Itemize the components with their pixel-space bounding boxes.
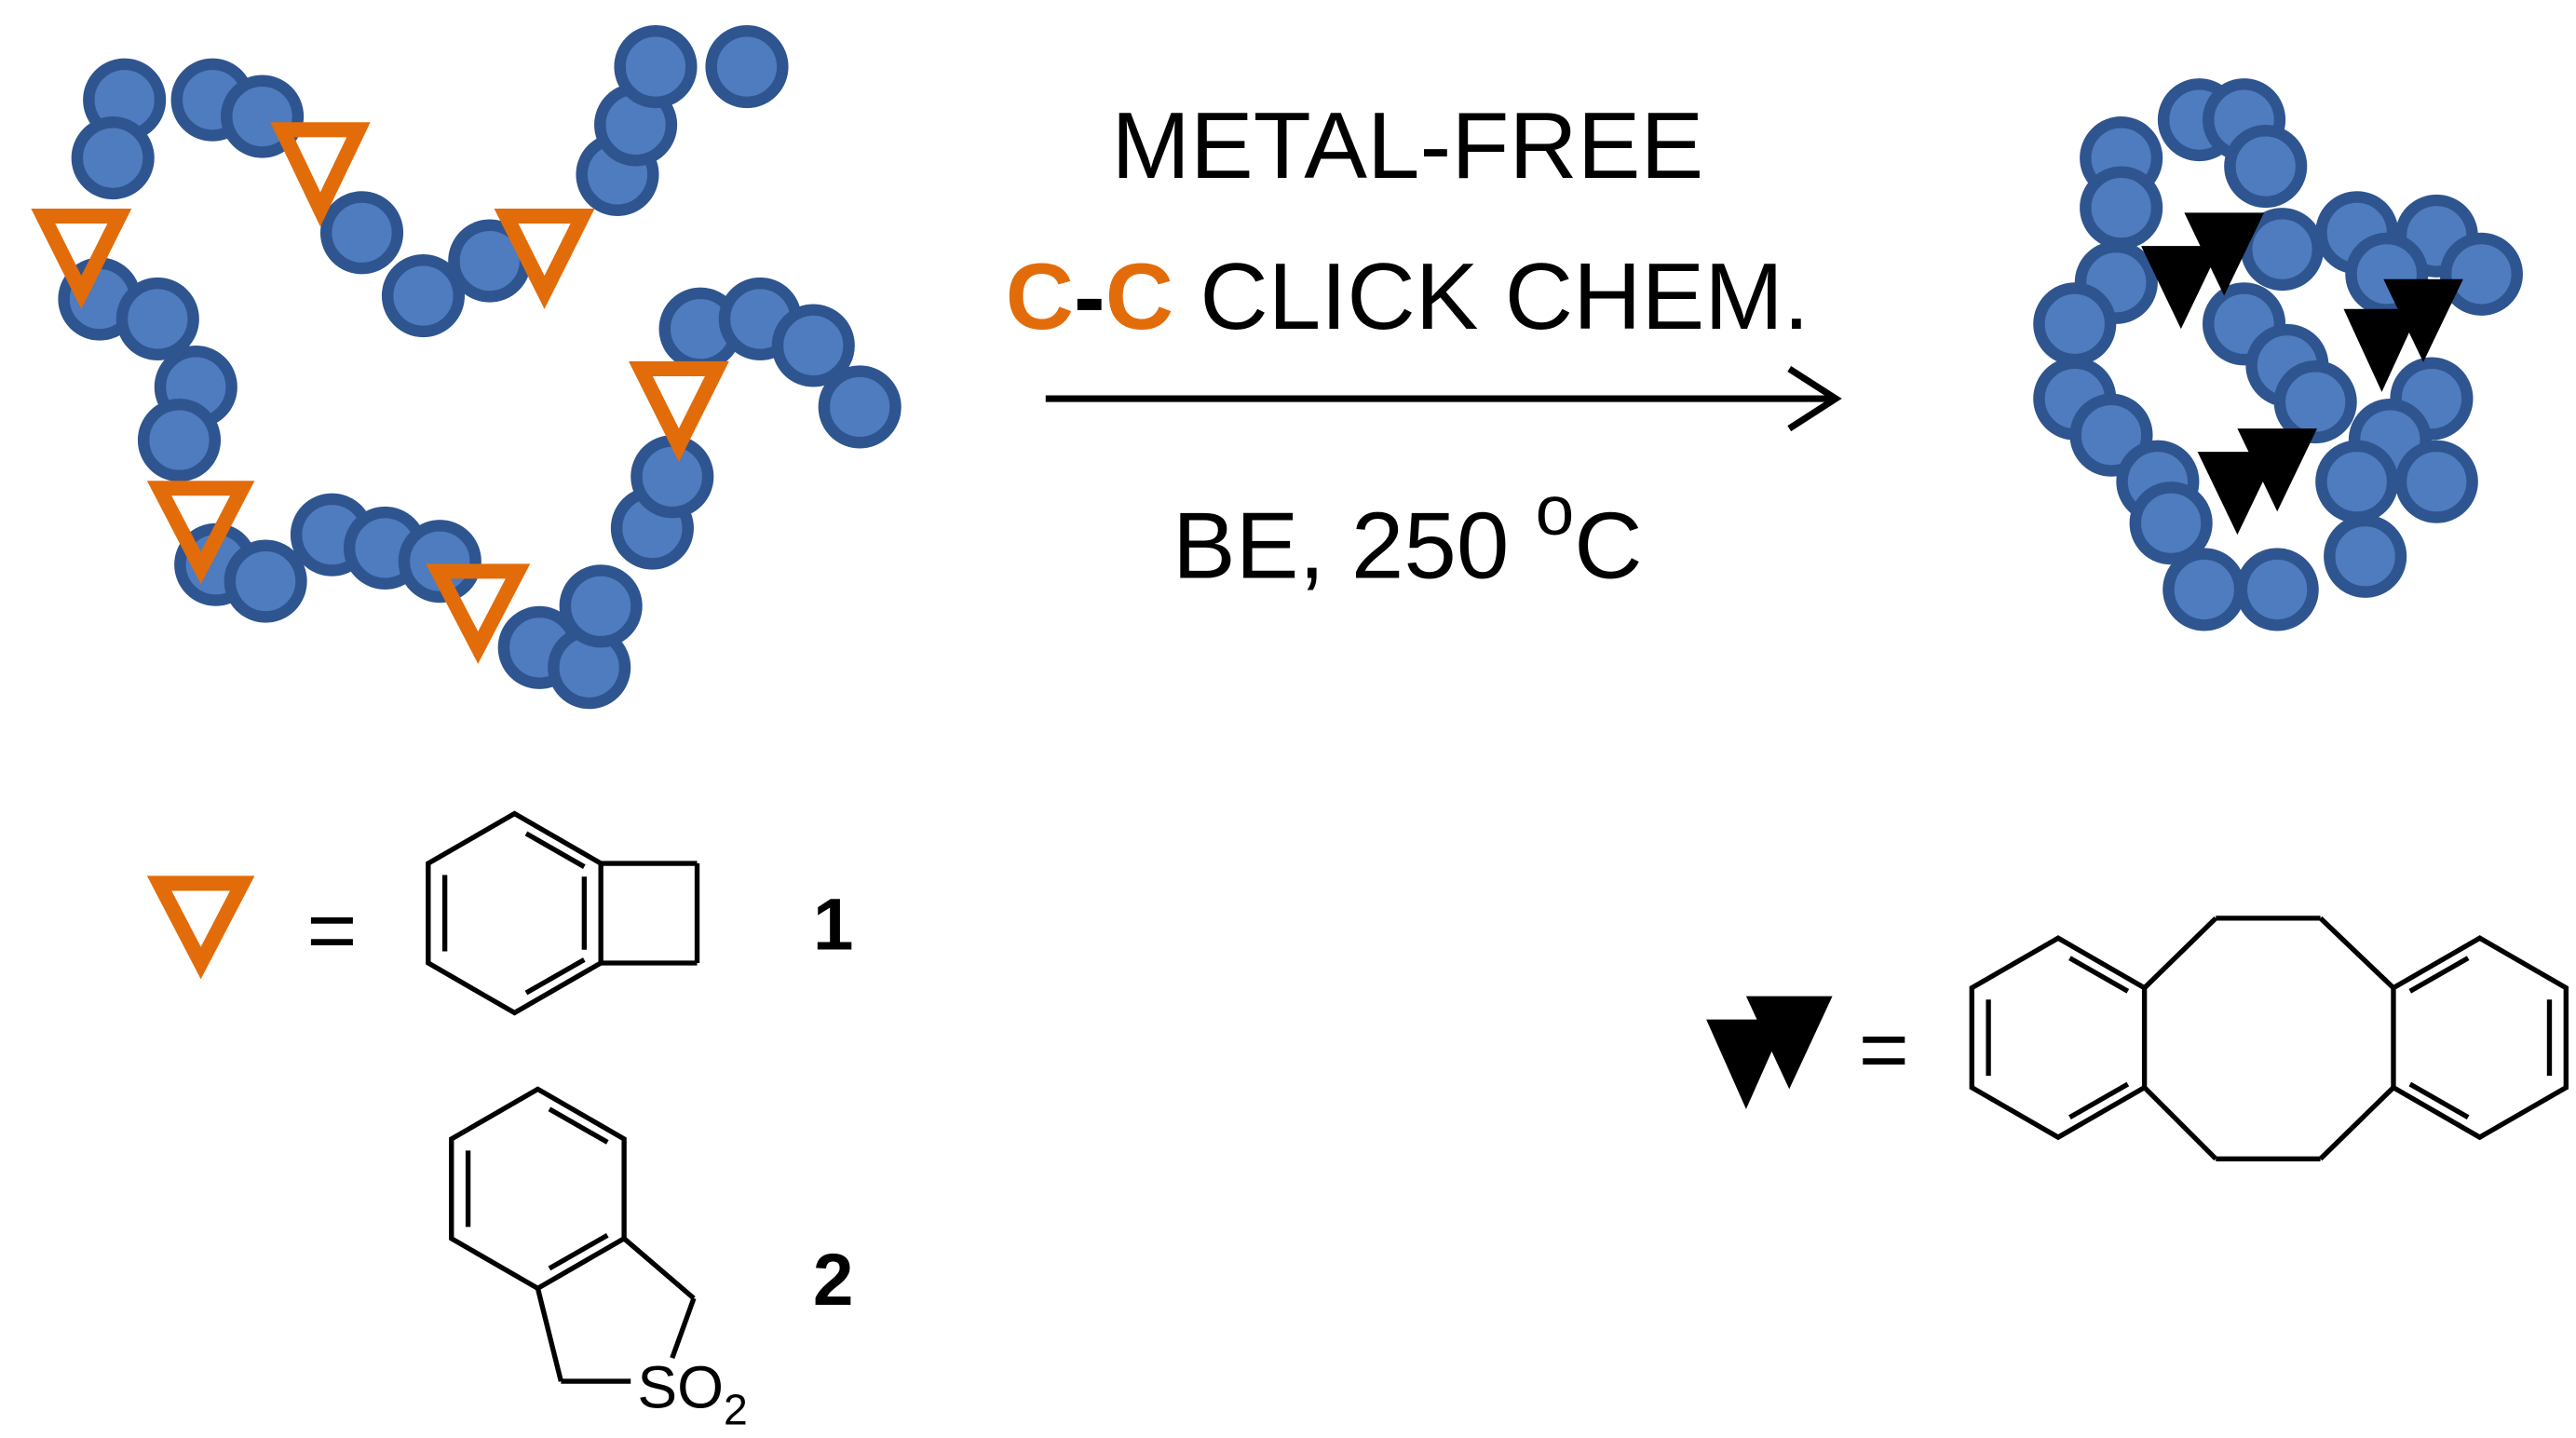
bcb-marker [31,208,132,309]
bcb-marker [628,360,729,462]
legend-bcb-marker [146,875,255,980]
legend-equals-2: = [1859,1001,1909,1098]
benzocyclobutene-structure [426,810,700,1016]
dimer-marker [2197,428,2317,536]
bcb-marker [270,122,371,227]
bcb-marker [494,208,595,309]
c-label-1: C [1006,243,1074,349]
condition-line-2: C-C CLICK CHEM. [1006,243,1810,349]
c-label-2: C [1105,243,1173,349]
so2-label: SO2 [637,1354,747,1434]
legend-bcb: = 1 [146,810,854,1016]
click-chem-label: CLICK CHEM. [1173,243,1810,349]
bcb-marker-group [31,122,729,664]
dibenzocyclooctadiene-structure [1969,916,2569,1161]
legend-dimer: = [1706,916,2569,1161]
dimer-marker [2343,278,2463,392]
condition-line-3: BE, 250 oC [1173,471,1643,598]
linear-polymer-chain [64,31,896,703]
reaction-arrow-group: METAL-FREE C-C CLICK CHEM. BE, 250 oC [1006,92,1842,599]
compound-1-number: 1 [813,884,854,966]
dash-label: - [1074,243,1105,349]
bcb-marker [146,481,255,585]
collapsed-nanoparticle [2039,84,2516,625]
sulfone-structure [449,1086,697,1384]
compound-2: SO2 2 [449,1086,854,1434]
dimer-marker [2141,212,2264,330]
legend-equals-1: = [306,881,357,978]
bcb-marker [426,563,531,664]
legend-dimer-marker [1706,996,1833,1109]
dimer-marker-group [2141,212,2463,536]
reaction-arrow-head [1787,365,1842,432]
condition-line-1: METAL-FREE [1111,92,1703,198]
compound-2-number: 2 [813,1239,854,1321]
